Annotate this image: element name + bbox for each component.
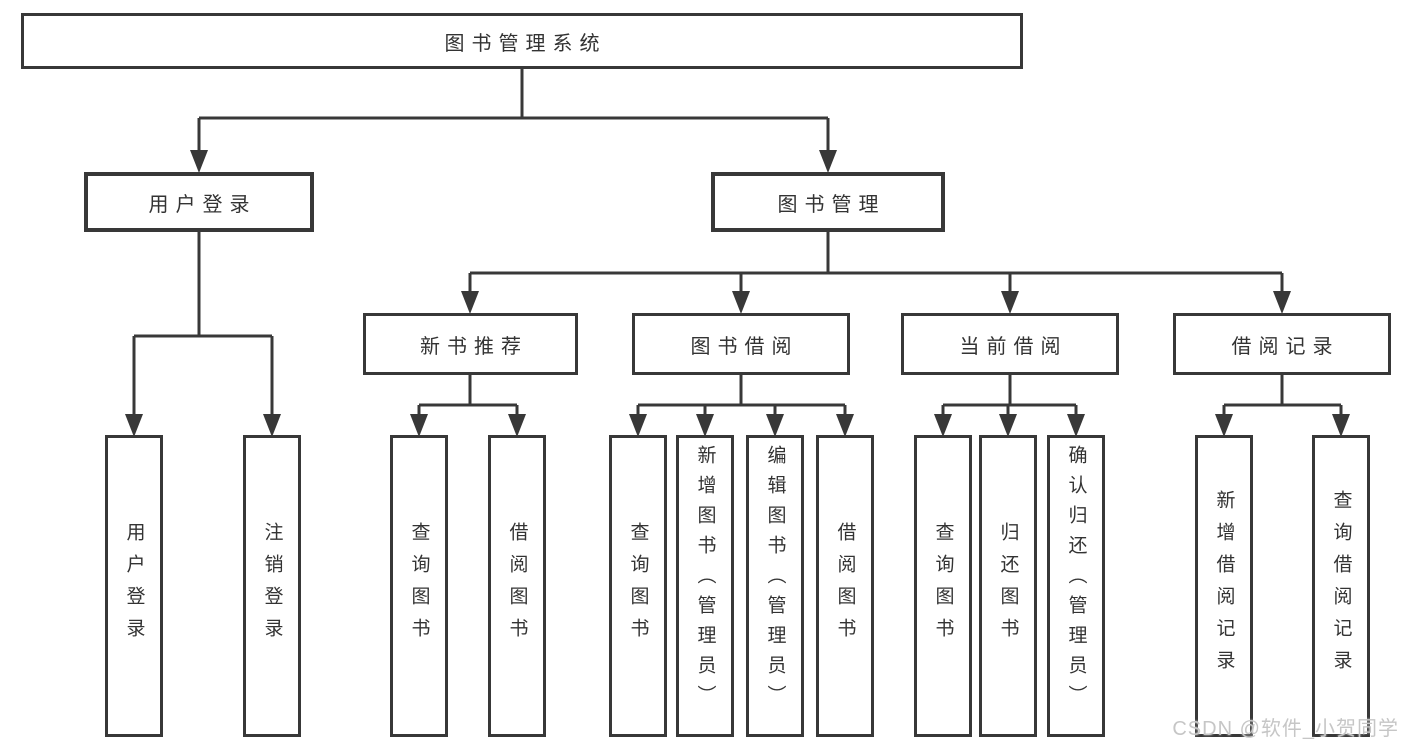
arrowhead [999,414,1017,437]
leaf-bb-add-books-admin: 新增图书（管理员） [676,435,734,737]
node-borrow-records: 借阅记录 [1173,313,1391,375]
leaf-cb-return-books: 归还图书 [979,435,1037,737]
arrowhead [1215,414,1233,437]
arrowhead [696,414,714,437]
arrowhead [1067,414,1085,437]
leaf-label: 查询借阅记录 [1330,490,1352,682]
arrowhead [263,414,281,437]
arrowhead [125,414,143,437]
leaf-user-login: 用户登录 [105,435,163,737]
arrowhead [629,414,647,437]
leaf-label: 新增借阅记录 [1213,490,1235,682]
leaf-label: 注销登录 [261,522,283,650]
leaf-label: 查询图书 [932,522,954,650]
node-new-book-rec: 新书推荐 [363,313,578,375]
leaf-label: 借阅图书 [834,522,856,650]
leaf-label: 查询图书 [627,522,649,650]
connector-borrow-records [1215,375,1350,437]
leaf-bb-borrow-books: 借阅图书 [816,435,874,737]
arrowhead [766,414,784,437]
node-current-borrow: 当前借阅 [901,313,1119,375]
arrowhead [1273,291,1291,314]
arrowhead [934,414,952,437]
arrowhead [819,150,837,173]
node-book-borrow: 图书借阅 [632,313,850,375]
arrowhead [461,291,479,314]
leaf-rec-borrow-books: 借阅图书 [488,435,546,737]
leaf-cb-confirm-return-admin: 确认归还（管理员） [1047,435,1105,737]
connector-book-mgmt [461,232,1291,314]
arrowhead [1001,291,1019,314]
connector-root [190,69,837,173]
leaf-bb-edit-books-admin: 编辑图书（管理员） [746,435,804,737]
connector-book-borrow [629,375,854,437]
leaf-br-query-record: 查询借阅记录 [1312,435,1370,737]
leaf-logout: 注销登录 [243,435,301,737]
csdn-watermark: CSDN @软件_小贺同学 [1172,718,1399,740]
leaf-label: 借阅图书 [506,522,528,650]
leaf-label: 用户登录 [123,522,145,650]
leaf-label: 新增图书（管理员） [694,445,716,715]
leaf-br-add-record: 新增借阅记录 [1195,435,1253,737]
node-book-mgmt: 图书管理 [711,172,945,232]
arrowhead [1332,414,1350,437]
connector-current-borrow [934,375,1085,437]
arrowhead [836,414,854,437]
arrowhead [732,291,750,314]
leaf-label: 查询图书 [408,522,430,650]
leaf-label: 确认归还（管理员） [1065,445,1087,715]
node-root-system: 图书管理系统 [21,13,1023,69]
node-user-login: 用户登录 [84,172,314,232]
connector-user-login [125,232,281,437]
arrowhead [190,150,208,173]
leaf-bb-query-books: 查询图书 [609,435,667,737]
leaf-cb-query-books: 查询图书 [914,435,972,737]
leaf-rec-query-books: 查询图书 [390,435,448,737]
connector-new-book-rec [410,375,526,437]
arrowhead [508,414,526,437]
leaf-label: 编辑图书（管理员） [764,445,786,715]
arrowhead [410,414,428,437]
leaf-label: 归还图书 [997,522,1019,650]
